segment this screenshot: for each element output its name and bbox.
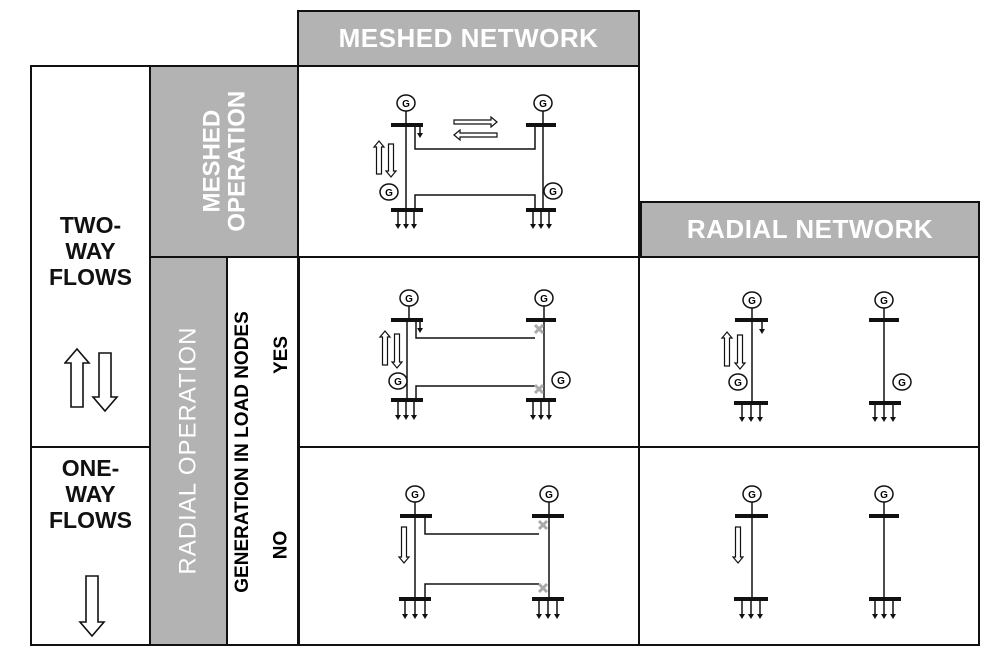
svg-text:G: G <box>405 294 413 305</box>
generator-icon: G <box>742 485 762 503</box>
meshed-operation-cell: MESHED OPERATION <box>149 65 299 258</box>
generator-icon: G <box>405 485 425 503</box>
radial-operation-label: RADIAL OPERATION <box>174 326 202 576</box>
meshed-meshed-cell: G G G G <box>297 65 640 258</box>
generator-icon: G <box>742 291 762 309</box>
svg-text:G: G <box>748 490 756 501</box>
generator-icon: G <box>543 182 563 200</box>
radial-no-radial-network-diagram: G G <box>731 485 901 619</box>
two-way-arrows-icon <box>64 347 119 413</box>
svg-text:G: G <box>545 490 553 501</box>
generation-in-load-nodes-label: GENERATION IN LOAD NODES <box>232 311 254 593</box>
generation-yes-label: YES <box>271 335 293 374</box>
two-way-flows-label: TWO- WAY FLOWS <box>48 212 133 290</box>
svg-text:G: G <box>539 99 547 110</box>
generator-icon: G <box>551 371 571 389</box>
meshed-operation-label: MESHED OPERATION <box>197 91 250 232</box>
two-way-flow-horizontal-arrows-icon <box>453 115 498 142</box>
one-way-flows-label: ONE- WAY FLOWS <box>48 455 133 533</box>
generator-icon: G <box>874 485 894 503</box>
radial-no-meshed-network-diagram: G G <box>397 485 564 619</box>
svg-text:G: G <box>880 490 888 501</box>
one-way-flows-cell: ONE- WAY FLOWS <box>30 446 151 646</box>
generator-icon: G <box>533 94 553 112</box>
generator-icon: G <box>399 289 419 307</box>
radial-yes-meshed-network-cell: G G G G <box>297 256 640 448</box>
svg-text:G: G <box>898 378 906 389</box>
svg-text:G: G <box>402 99 410 110</box>
open-switch-icon <box>533 323 545 335</box>
radial-yes-radial-network-cell: G G G G <box>638 256 980 448</box>
radial-yes-meshed-network-diagram: G G G G <box>378 289 571 420</box>
meshed-meshed-diagram: G G G G <box>372 94 563 229</box>
radial-no-meshed-network-cell: G G <box>297 446 640 646</box>
radial-yes-radial-network-diagram: G G G G <box>720 291 912 422</box>
generator-icon: G <box>892 373 912 391</box>
two-way-flows-cell: TWO- WAY FLOWS <box>30 65 151 448</box>
radial-network-header: RADIAL NETWORK <box>640 201 980 258</box>
generation-no-label: NO <box>270 530 292 560</box>
svg-text:G: G <box>748 296 756 307</box>
one-way-arrow-icon <box>78 575 106 638</box>
radial-no-radial-network-cell: G G <box>638 446 980 646</box>
svg-text:G: G <box>880 296 888 307</box>
generator-icon: G <box>874 291 894 309</box>
radial-network-header-label: RADIAL NETWORK <box>686 214 934 244</box>
open-switch-icon <box>537 519 549 531</box>
generation-in-load-nodes-cell: GENERATION IN LOAD NODES YES NO <box>226 256 300 646</box>
one-way-flow-arrow-icon <box>397 526 411 564</box>
svg-text:G: G <box>734 378 742 389</box>
two-way-flow-arrows-icon <box>720 331 747 370</box>
svg-text:G: G <box>394 377 402 388</box>
open-switch-icon <box>537 582 549 594</box>
generator-icon: G <box>539 485 559 503</box>
svg-text:G: G <box>557 376 565 387</box>
two-way-flow-arrows-icon <box>378 330 404 369</box>
meshed-network-header: MESHED NETWORK <box>297 10 640 67</box>
meshed-network-header-label: MESHED NETWORK <box>338 23 599 53</box>
radial-operation-cell: RADIAL OPERATION <box>149 256 228 646</box>
two-way-flow-vertical-arrows-icon <box>372 140 398 178</box>
svg-text:G: G <box>385 188 393 199</box>
svg-text:G: G <box>411 490 419 501</box>
svg-text:G: G <box>540 294 548 305</box>
generator-icon: G <box>396 94 416 112</box>
one-way-flow-arrow-icon <box>731 526 745 564</box>
generator-icon: G <box>534 289 554 307</box>
generator-icon: G <box>728 373 748 391</box>
svg-text:G: G <box>549 187 557 198</box>
generator-icon: G <box>388 372 408 390</box>
open-switch-icon <box>533 383 545 395</box>
generator-icon: G <box>379 183 399 201</box>
